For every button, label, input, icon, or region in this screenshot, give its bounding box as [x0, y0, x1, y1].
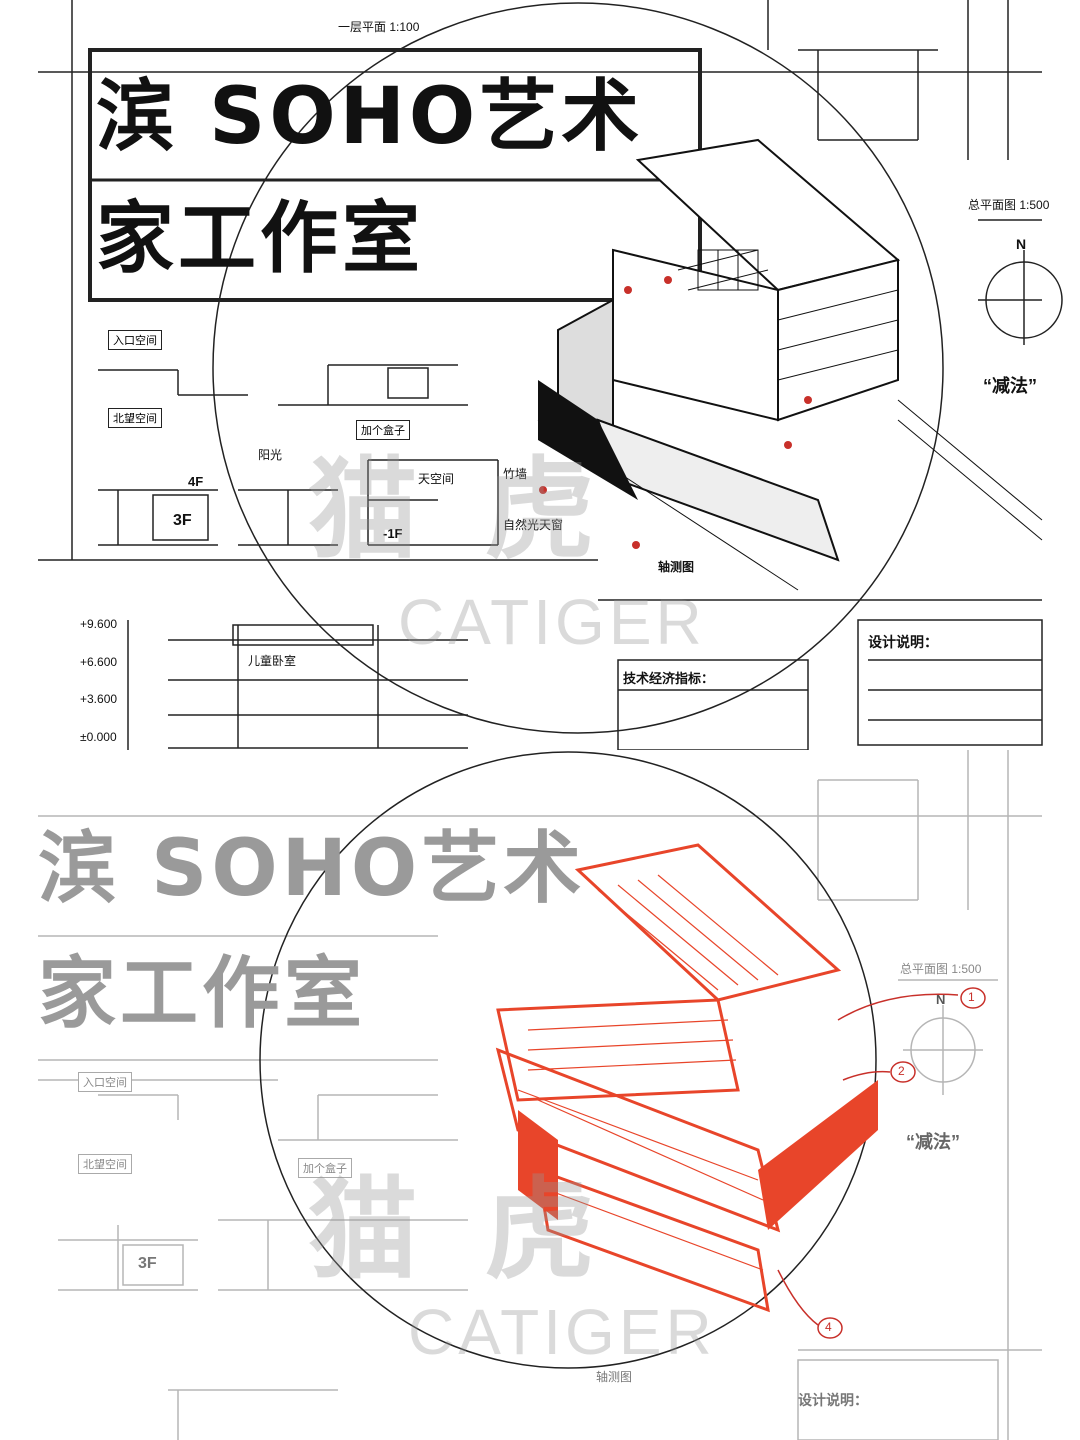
north-arrow-label: N: [1016, 236, 1027, 252]
level-4-label: ±0.000: [80, 730, 117, 744]
bottom-add-box-label: 加个盒子: [298, 1158, 352, 1178]
bottom-site-plan-label: 总平面图 1:500: [900, 962, 982, 976]
top-sheet-linework: [38, 0, 1063, 771]
floor-3f-label: 3F: [173, 512, 192, 529]
level-1-label: +9.600: [80, 617, 118, 631]
add-box-label: 加个盒子: [356, 420, 410, 440]
bottom-design-notes: 设计说明：: [798, 1392, 868, 1408]
bottom-sheet: 滨 SOHO艺术 家工作室 总平面图 1:500 N “减法” 入口空间 北望空…: [38, 750, 1042, 1440]
light-well-label: 自然光天窗: [503, 518, 564, 532]
axon-label: 轴测图: [658, 560, 695, 574]
atrium-label: 天空间: [418, 472, 455, 486]
bottom-floor-3f: 3F: [138, 1255, 157, 1272]
annotation-4: 4: [825, 1320, 832, 1334]
bottom-entrance-label: 入口空间: [78, 1072, 132, 1092]
floor-4f-label: 4F: [188, 474, 204, 489]
bottom-title-line2: 家工作室: [38, 949, 367, 1039]
daylight-label: 阳光: [258, 448, 283, 462]
project-title-line2: 家工作室: [96, 194, 425, 284]
bottom-sheet-linework: [38, 750, 1042, 1440]
bottom-back-space-label: 北望空间: [78, 1154, 132, 1174]
plan-label: 一层平面 1:100: [338, 20, 420, 34]
floor-minus1f-label: -1F: [383, 526, 403, 541]
subtraction-label: “减法”: [983, 376, 1037, 396]
entrance-space-label: 入口空间: [108, 330, 162, 350]
design-notes-label: 设计说明：: [868, 634, 938, 650]
kids-room-label: 儿童卧室: [248, 654, 297, 668]
level-3-label: +3.600: [80, 692, 118, 706]
tech-indicators-label: 技术经济指标：: [623, 671, 715, 686]
annotation-2: 2: [898, 1064, 905, 1078]
top-sheet: 滨 SOHO艺术 家工作室 一层平面 1:100 总平面图 1:500 N “减…: [38, 0, 1063, 771]
back-space-label: 北望空间: [108, 408, 162, 428]
project-title-line1: 滨 SOHO艺术: [96, 72, 644, 162]
bottom-subtraction-label: “减法”: [906, 1132, 960, 1152]
level-2-label: +6.600: [80, 655, 118, 669]
bottom-north-label: N: [936, 992, 946, 1007]
bottom-axon-label: 轴测图: [596, 1370, 633, 1384]
site-plan-label: 总平面图 1:500: [968, 198, 1050, 212]
bottom-title-line1: 滨 SOHO艺术: [38, 824, 586, 914]
bamboo-label: 竹墙: [503, 467, 528, 481]
annotation-1: 1: [968, 990, 975, 1004]
